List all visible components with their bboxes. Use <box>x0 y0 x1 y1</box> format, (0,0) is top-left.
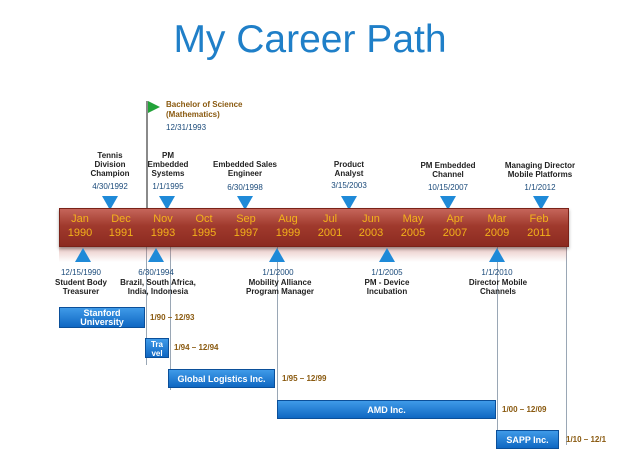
event-above-date: 4/30/1992 <box>92 182 128 191</box>
event-below-label: Student Body Treasurer <box>55 278 107 296</box>
event-below-label: Mobility Alliance Program Manager <box>245 278 315 296</box>
marker-arrow-icon <box>102 196 118 210</box>
event-below-date: 1/1/2005 <box>371 268 403 277</box>
marker-arrow-icon <box>440 196 456 210</box>
event-above-label: PM Embedded Channel <box>420 161 476 179</box>
marker-arrow-icon <box>379 248 395 262</box>
guide-line <box>277 245 278 400</box>
event-above-date: 3/15/2003 <box>331 181 367 190</box>
event-above-date: 10/15/2007 <box>427 183 469 192</box>
duration-bar: Stanford University <box>59 307 145 328</box>
event-below-date: 12/15/1990 <box>60 268 102 277</box>
duration-bar: Tra vel <box>145 338 169 358</box>
marker-arrow-icon <box>533 196 549 210</box>
event-above-label: Product Analyst <box>333 160 365 178</box>
flag-icon <box>148 101 160 113</box>
event-below-date: 1/1/2010 <box>481 268 513 277</box>
event-above-date: 1/1/2012 <box>524 183 556 192</box>
event-above-label: PM Embedded Systems <box>147 151 189 178</box>
marker-arrow-icon <box>75 248 91 262</box>
guide-line <box>497 245 498 430</box>
duration-range: 1/94 – 12/94 <box>174 343 219 352</box>
event-below-date: 6/30/1994 <box>138 268 174 277</box>
event-above-label: Embedded Sales Engineer <box>212 160 278 178</box>
event-below-date: 1/1/2000 <box>262 268 294 277</box>
guide-line <box>146 245 147 365</box>
event-above-date: 1/1/1995 <box>152 182 184 191</box>
event-below-label: Director Mobile Channels <box>468 278 528 296</box>
timeline-band <box>59 208 569 247</box>
event-above-date: 6/30/1998 <box>227 183 263 192</box>
marker-arrow-icon <box>159 196 175 210</box>
page-title: My Career Path <box>173 18 447 61</box>
timeline-shadow <box>59 246 567 262</box>
marker-arrow-icon <box>341 196 357 210</box>
event-below-label: Brazil, South Africa, India, Indonesia <box>120 278 196 296</box>
guide-line <box>170 245 171 390</box>
event-above-label: Managing Director Mobile Platforms <box>504 161 576 179</box>
marker-arrow-icon <box>237 196 253 210</box>
marker-arrow-icon <box>269 248 285 262</box>
duration-range: 1/95 – 12/99 <box>282 374 327 383</box>
flag-pole <box>146 101 148 216</box>
duration-range: 1/90 – 12/93 <box>150 313 195 322</box>
duration-bar: AMD Inc. <box>277 400 496 419</box>
event-below-label: PM - Device Incubation <box>364 278 410 296</box>
duration-range: 1/10 – 12/1 <box>566 435 607 444</box>
duration-range: 1/00 – 12/09 <box>502 405 547 414</box>
marker-arrow-icon <box>489 248 505 262</box>
flag-date: 12/31/1993 <box>166 123 207 132</box>
guide-line <box>566 245 567 445</box>
duration-bar: SAPP Inc. <box>496 430 559 449</box>
event-above-label: Tennis Division Champion <box>90 151 130 178</box>
duration-bar: Global Logistics Inc. <box>168 369 275 388</box>
flag-label: Bachelor of Science (Mathematics) <box>166 100 243 119</box>
marker-arrow-icon <box>148 248 164 262</box>
